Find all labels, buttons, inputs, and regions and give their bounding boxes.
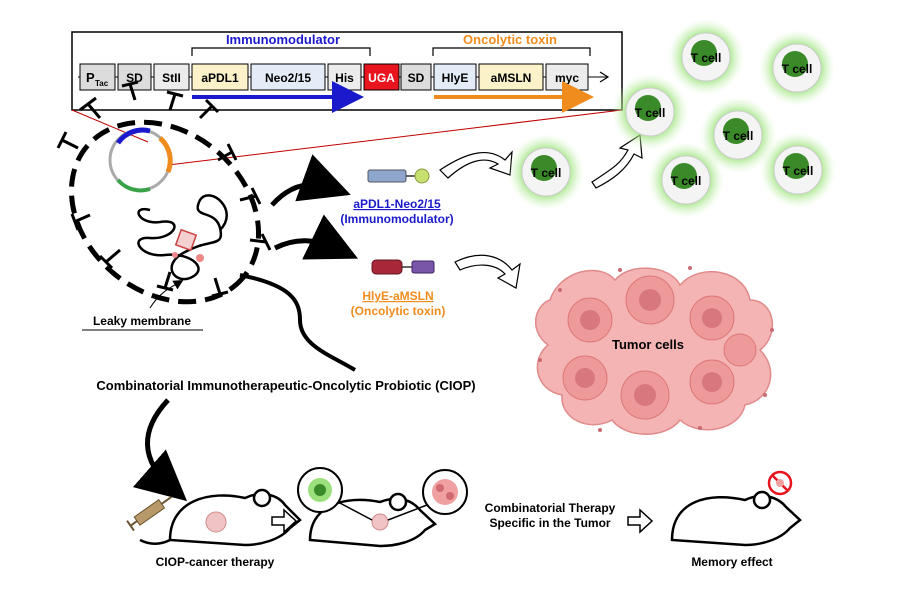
arrow-to-tcells — [439, 150, 513, 179]
part-amsln: aMSLN — [478, 63, 544, 91]
surface-pili — [56, 80, 272, 298]
leaky-membrane-outline — [68, 119, 262, 305]
tcell-label: T cell — [783, 164, 814, 178]
zoom-line-right — [167, 109, 623, 166]
part-sd-1-label: SD — [126, 71, 143, 85]
flagellum — [239, 273, 357, 372]
immunomodulator-product-name: aPDL1-Neo2/15 — [353, 197, 441, 211]
zoom-line-left — [71, 109, 149, 143]
part-myc-label: myc — [555, 71, 579, 85]
tcell-label: T cell — [782, 62, 813, 76]
step-arrow-1 — [271, 508, 298, 534]
part-myc: myc — [545, 63, 589, 91]
tumor-mass: Tumor cells — [534, 266, 774, 435]
intracellular-product — [174, 228, 198, 252]
part-apdl1-label: aPDL1 — [201, 71, 239, 85]
tumor-debris — [538, 266, 774, 432]
promoter-part: P Tac — [79, 63, 116, 91]
plasmid-immuno-segment — [115, 127, 151, 145]
part-neo2-15: Neo2/15 — [250, 63, 326, 91]
toxin-product-name: HlyE-aMSLN — [362, 289, 433, 303]
no-tumor-icon — [767, 470, 793, 496]
toxin-product-role: (Oncolytic toxin) — [351, 304, 446, 318]
promoter-label: P — [86, 70, 95, 85]
part-his-label: His — [335, 71, 354, 85]
part-stii: StII — [153, 63, 190, 91]
chromosome — [137, 194, 228, 281]
tcell-label: T cell — [671, 174, 702, 188]
secretion-arrow-immuno — [270, 154, 351, 207]
step1-label: CIOP-cancer therapy — [156, 555, 275, 569]
ciop-title: Combinatorial Immunotherapeutic-Oncolyti… — [96, 378, 475, 393]
tcell-label: T cell — [531, 166, 562, 180]
tumor-zoom-bubble — [387, 469, 468, 521]
part-neo2-15-label: Neo2/15 — [265, 71, 311, 85]
dna-end-arrow — [599, 71, 610, 83]
leaky-membrane-label: Leaky membrane — [93, 314, 191, 328]
arrow-to-therapy — [132, 398, 188, 502]
tcell: T cell — [759, 30, 835, 106]
part-his: His — [327, 63, 362, 91]
promoter-subscript: Tac — [95, 79, 109, 88]
secretion-arrow-toxin — [273, 214, 359, 260]
oncolytic-bracket — [432, 47, 591, 56]
tcell-label: T cell — [635, 106, 666, 120]
tcell-group: T cell T cell T cell T cell T cell T cel… — [508, 19, 836, 218]
part-hlye: HlyE — [433, 63, 477, 91]
immunomodulator-bracket — [191, 47, 371, 56]
part-stii-label: StII — [162, 71, 181, 85]
gene-construct: Immunomodulator Oncolytic toxin P Tac SD… — [71, 31, 623, 113]
tumor-cell — [723, 333, 757, 367]
tcell: T cell — [760, 132, 836, 208]
step2-label-line2: Specific in the Tumor — [489, 516, 610, 530]
plasmid-toxin-segment — [158, 136, 173, 173]
immunomodulator-molecule — [367, 168, 430, 184]
product-dot — [172, 252, 178, 258]
syringe-icon — [126, 496, 173, 532]
tcell: T cell — [612, 74, 688, 150]
oncolytic-label: Oncolytic toxin — [463, 32, 557, 47]
mouse-3-icon — [670, 490, 802, 547]
step3-label: Memory effect — [691, 555, 772, 569]
part-uga-label: UGA — [368, 71, 395, 85]
tcell: T cell — [508, 134, 584, 210]
immunomodulator-product-role: (Immunomodulator) — [340, 212, 453, 226]
part-uga: UGA — [363, 63, 400, 91]
step2-label-line1: Combinatorial Therapy — [485, 501, 616, 515]
tcell: T cell — [648, 142, 724, 218]
immunomodulator-label: Immunomodulator — [226, 32, 340, 47]
tumor-nuclei — [575, 289, 722, 406]
tcell-label: T cell — [691, 51, 722, 65]
product-dot — [196, 254, 204, 262]
tcell: T cell — [668, 19, 744, 95]
part-sd-2: SD — [400, 63, 432, 91]
tumor-label: Tumor cells — [612, 337, 684, 352]
step-arrow-2 — [627, 508, 654, 534]
part-hlye-label: HlyE — [442, 71, 469, 85]
tcell-zoom-bubble — [297, 467, 373, 521]
part-apdl1: aPDL1 — [191, 63, 249, 91]
tcell: T cell — [700, 97, 776, 173]
bacterium — [56, 80, 357, 372]
leaky-membrane-pointer — [149, 279, 184, 309]
plasmid-green-segment — [116, 178, 151, 193]
tcell-label: T cell — [723, 129, 754, 143]
toxin-molecule — [371, 259, 435, 275]
part-amsln-label: aMSLN — [491, 71, 532, 85]
part-sd-2-label: SD — [408, 71, 425, 85]
mouse-1-icon — [139, 488, 302, 547]
arrow-to-tumor — [454, 254, 521, 289]
